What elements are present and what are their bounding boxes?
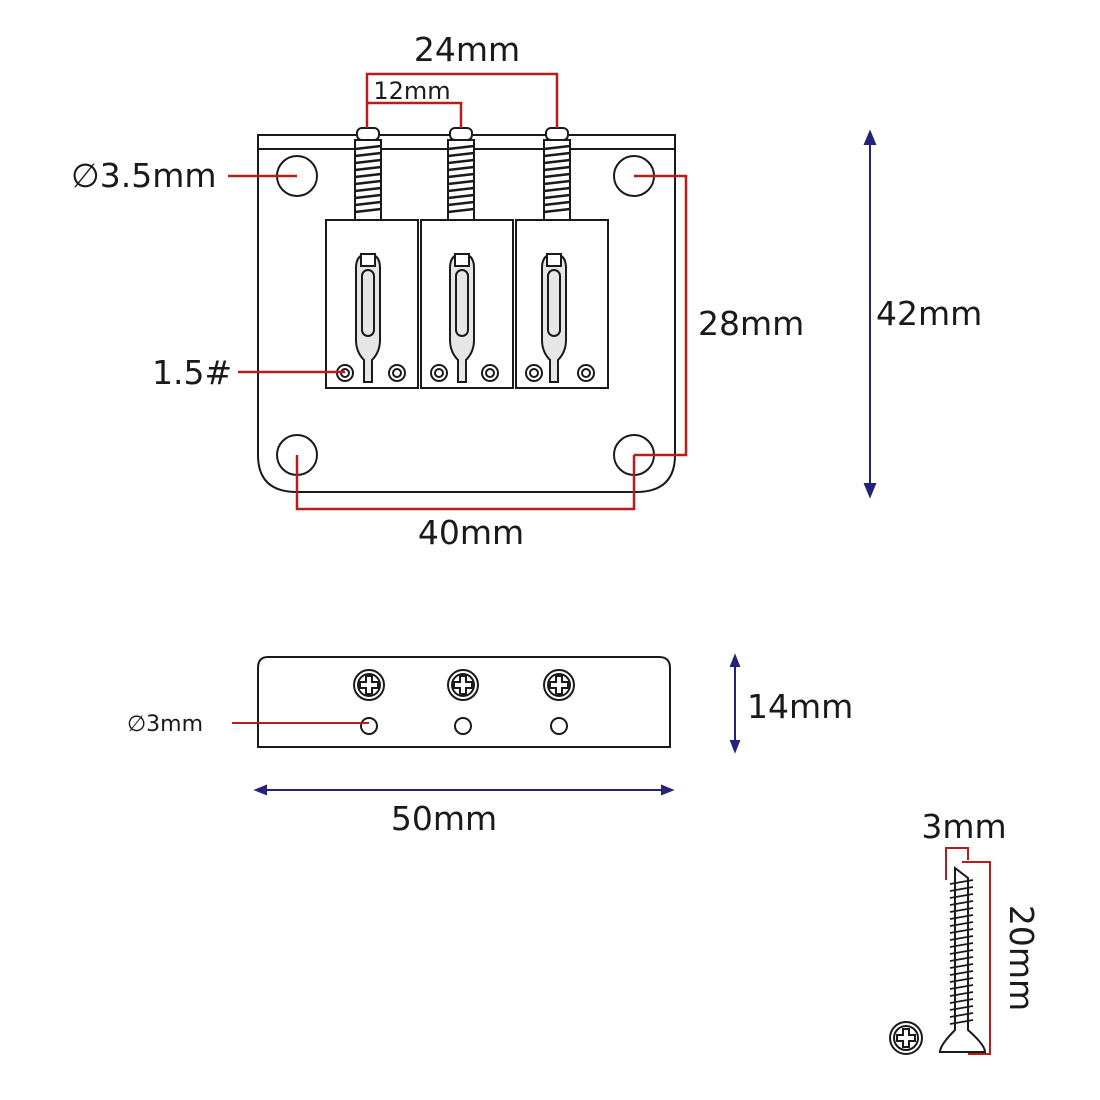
thread-line (447, 200, 475, 207)
thread-line (543, 200, 571, 207)
dim-line-42mm (863, 129, 877, 499)
label-saddle-screw-size: 1.5# (152, 353, 232, 392)
saddle-3 (515, 219, 609, 389)
screw-dimension-lines (945, 847, 991, 1055)
thread-line (447, 165, 475, 172)
dim-line-24mm (365, 72, 559, 128)
screw-thread-line (949, 970, 974, 976)
label-3mm: 3mm (921, 807, 1006, 846)
cover-plate (257, 656, 671, 748)
screw-thread-line (949, 942, 974, 948)
screw-thread-line (949, 928, 974, 934)
thread-line (354, 193, 382, 200)
dim-line-12mm (367, 101, 463, 128)
cover-hole-2 (454, 717, 472, 735)
label-40mm: 40mm (418, 513, 524, 552)
screw-thread-line (949, 956, 974, 962)
thread-line (543, 151, 571, 158)
thread-line (543, 186, 571, 193)
thread-line (543, 172, 571, 179)
screw-thread-line (949, 963, 974, 969)
screw-thread-line (949, 949, 974, 955)
dim-line-14mm (729, 653, 741, 754)
thread-line (354, 207, 382, 214)
phillips-screw-head-icon (353, 669, 385, 701)
saddle-1 (325, 219, 419, 389)
screw-thread-line (949, 935, 974, 941)
label-14mm: 14mm (747, 687, 853, 726)
dim-line-28mm (634, 174, 688, 457)
saddle-2 (420, 219, 514, 389)
thread-line (447, 151, 475, 158)
screw-thread-line (949, 977, 974, 983)
screw-thread-line (949, 1012, 974, 1018)
wood-screw-icon (938, 865, 987, 1053)
screw-thread-line (949, 900, 974, 906)
phillips-screw-head-icon (543, 669, 575, 701)
thread-line (447, 158, 475, 165)
thread-line (354, 158, 382, 165)
screw-thread-line (949, 914, 974, 920)
label-cover-hole-diameter: ∅3mm (127, 712, 203, 737)
thread-line (354, 144, 382, 151)
screw-thread-line (949, 921, 974, 927)
screw-thread-line (949, 998, 974, 1004)
screw-thread-line (949, 879, 974, 885)
label-12mm: 12mm (373, 77, 450, 105)
dim-line-50mm (253, 784, 675, 796)
label-28mm: 28mm (698, 304, 804, 343)
thread-line (447, 186, 475, 193)
label-24mm: 24mm (414, 30, 520, 69)
intonation-screw-2 (447, 127, 475, 221)
label-42mm: 42mm (876, 294, 982, 333)
bridge-plate-top-view (257, 127, 676, 493)
thread-line (354, 151, 382, 158)
label-mount-hole-diameter: ∅3.5mm (71, 156, 217, 195)
thread-line (354, 200, 382, 207)
label-20mm: 20mm (1002, 905, 1041, 1011)
screw-thread-line (949, 1005, 974, 1011)
thread-line (543, 193, 571, 200)
screw-thread-line (949, 907, 974, 913)
screw-thread-line (949, 893, 974, 899)
dim-line-3mm (945, 847, 969, 880)
dim-line-40mm (295, 455, 636, 511)
thread-line (447, 144, 475, 151)
phillips-screw-head-icon (447, 669, 479, 701)
intonation-screw-3 (543, 127, 571, 221)
label-50mm: 50mm (391, 799, 497, 838)
thread-line (447, 179, 475, 186)
thread-line (543, 179, 571, 186)
screw-thread-line (949, 1019, 974, 1025)
thread-line (354, 172, 382, 179)
cover-hole-1 (360, 717, 378, 735)
thread-line (447, 193, 475, 200)
thread-line (447, 172, 475, 179)
screw-thread-line (949, 991, 974, 997)
thread-line (447, 207, 475, 214)
thread-line (543, 158, 571, 165)
intonation-screw-1 (354, 127, 382, 221)
thread-line (543, 144, 571, 151)
thread-line (543, 165, 571, 172)
dim-line-20mm (962, 861, 991, 1055)
phillips-screw-head-icon (889, 1021, 923, 1055)
cover-hole-3 (550, 717, 568, 735)
thread-line (354, 165, 382, 172)
thread-line (354, 186, 382, 193)
thread-line (543, 207, 571, 214)
thread-line (354, 179, 382, 186)
screw-thread-line (949, 984, 974, 990)
screw-thread-line (949, 886, 974, 892)
top-view-dimension-lines (228, 72, 688, 511)
